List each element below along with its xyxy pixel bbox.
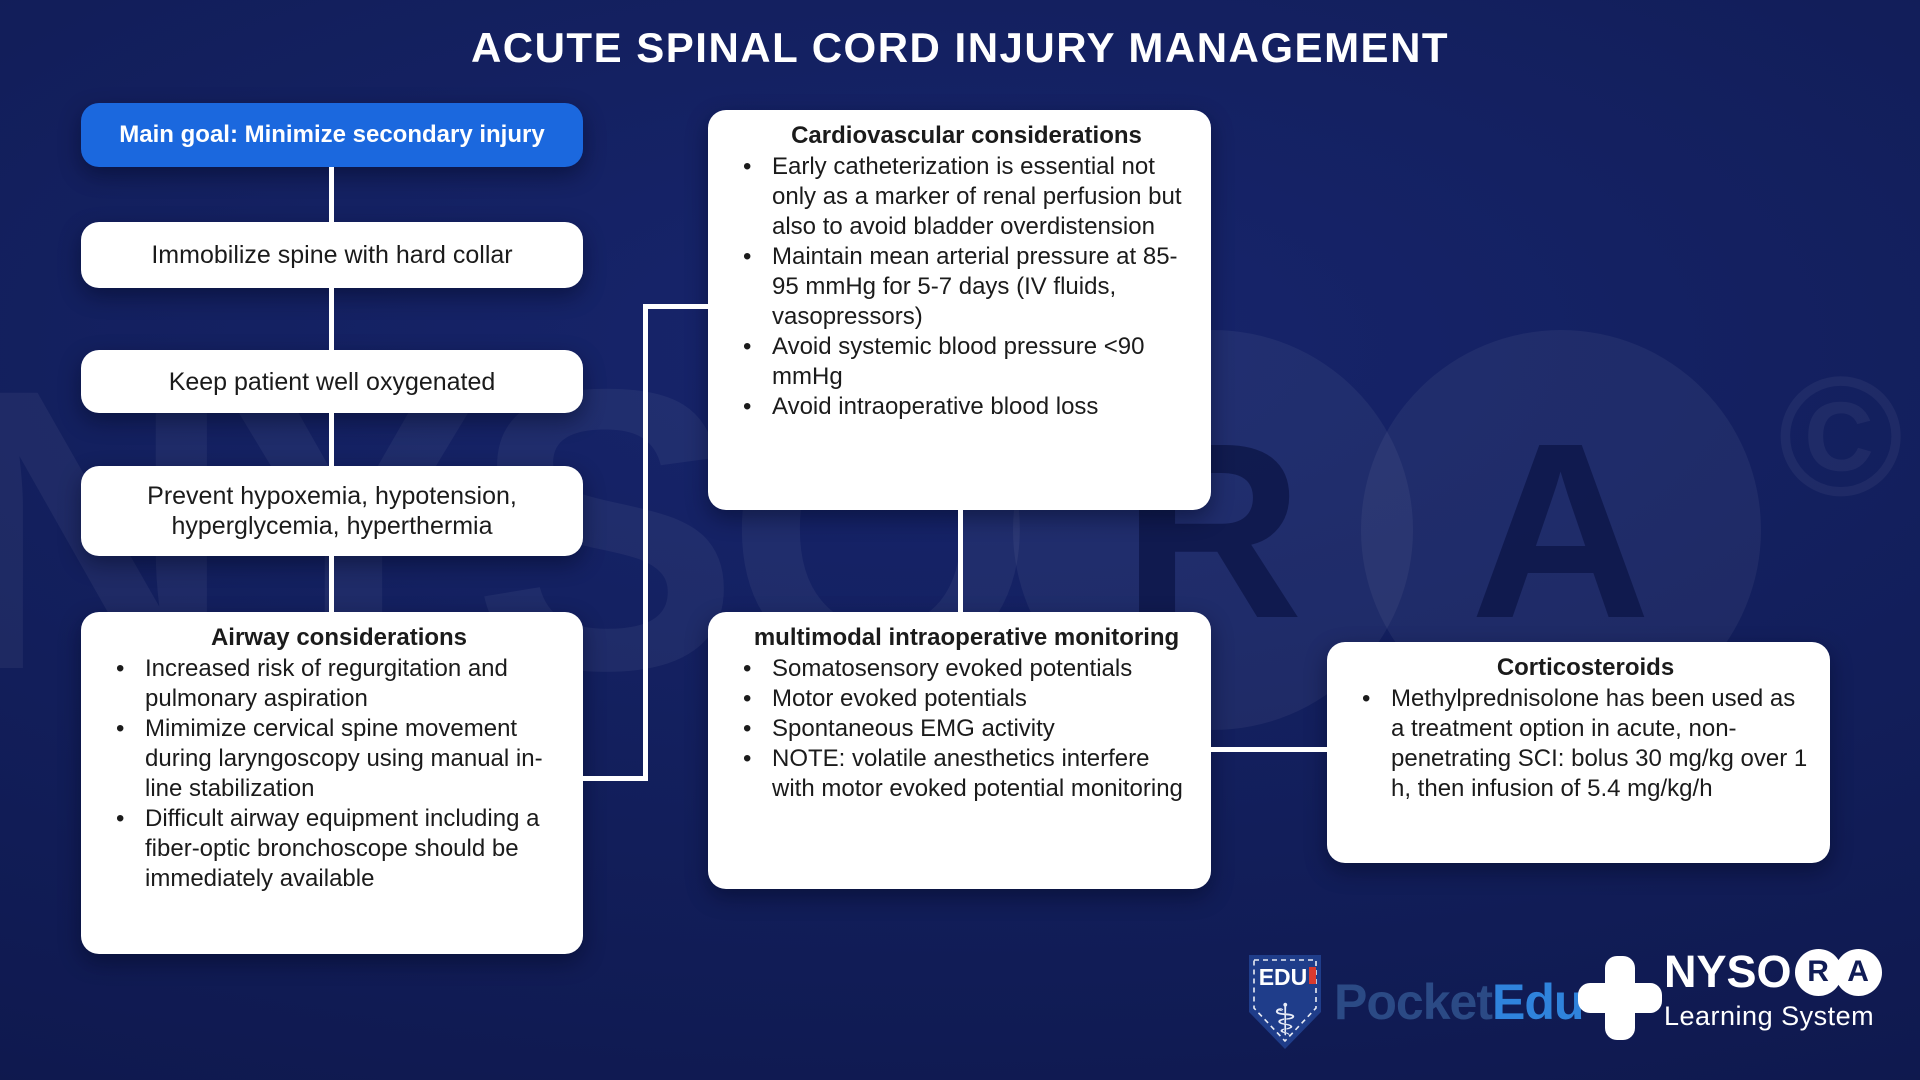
caduceus-icon: ⚕ bbox=[1273, 996, 1297, 1045]
info-box-monitoring: multimodal intraoperative monitoring Som… bbox=[708, 612, 1211, 889]
list-item: Avoid intraoperative blood loss bbox=[738, 392, 1195, 422]
airway-bullet-list: Increased risk of regurgitation and pulm… bbox=[111, 654, 567, 894]
connector-airway-elbow-horizontal bbox=[583, 776, 648, 781]
list-item: Methylprednisolone has been used as a tr… bbox=[1357, 684, 1814, 804]
list-item: Mimimize cervical spine movement during … bbox=[111, 714, 567, 804]
pocketedu-word-pocket: Pocket bbox=[1334, 974, 1493, 1030]
nysora-circle-a: A bbox=[1834, 948, 1882, 996]
connector-maingoal-immobilize bbox=[329, 167, 334, 222]
edu-shield-label: EDU bbox=[1259, 964, 1308, 990]
monitoring-bullet-list: Somatosensory evoked potentials Motor ev… bbox=[738, 654, 1195, 804]
nysora-circle-r: R bbox=[1794, 948, 1842, 996]
pocketedu-word-edu: Edu bbox=[1491, 974, 1584, 1030]
list-item: Increased risk of regurgitation and pulm… bbox=[111, 654, 567, 714]
airway-title: Airway considerations bbox=[210, 624, 468, 651]
connector-monitoring-corticosteroids bbox=[1211, 747, 1329, 752]
connector-cardiovascular-monitoring bbox=[958, 508, 963, 614]
plus-icon bbox=[1578, 956, 1662, 1040]
list-item: Somatosensory evoked potentials bbox=[738, 654, 1195, 684]
list-item: NOTE: volatile anesthetics interfere wit… bbox=[738, 744, 1195, 804]
edu-shield-icon: EDU ⚕ bbox=[1249, 955, 1321, 1049]
nysora-logo: NYSO R A Learning System bbox=[1664, 946, 1882, 1032]
list-item: Avoid systemic blood pressure <90 mmHg bbox=[738, 332, 1195, 392]
connector-immobilize-oxygenate bbox=[329, 288, 334, 350]
nysora-subtitle: Learning System bbox=[1664, 1001, 1875, 1031]
info-box-airway: Airway considerations Increased risk of … bbox=[81, 612, 583, 954]
page-title: ACUTE SPINAL CORD INJURY MANAGEMENT bbox=[470, 24, 1450, 71]
flow-box-main-goal: Main goal: Minimize secondary injury bbox=[81, 103, 583, 167]
info-box-corticosteroids: Corticosteroids Methylprednisolone has b… bbox=[1327, 642, 1830, 863]
connector-prevent-airway bbox=[329, 556, 334, 612]
connector-elbow-cardiovascular bbox=[648, 304, 708, 309]
list-item: Spontaneous EMG activity bbox=[738, 714, 1195, 744]
cardiovascular-bullet-list: Early catheterization is essential not o… bbox=[738, 152, 1195, 422]
pocketedu-wordmark: PocketEdu bbox=[1334, 952, 1584, 1052]
connector-airway-elbow-vertical bbox=[643, 304, 648, 781]
red-tag-icon bbox=[1309, 967, 1316, 984]
plus-icon-horizontal-bar bbox=[1578, 983, 1662, 1013]
connector-oxygenate-prevent bbox=[329, 413, 334, 466]
flow-box-immobilize: Immobilize spine with hard collar bbox=[81, 222, 583, 288]
flow-box-prevent: Prevent hypoxemia, hypotension, hypergly… bbox=[81, 466, 583, 556]
list-item: Early catheterization is essential not o… bbox=[738, 152, 1195, 242]
list-item: Maintain mean arterial pressure at 85-95… bbox=[738, 242, 1195, 332]
copyright-icon: © bbox=[1778, 342, 1904, 532]
corticosteroids-bullet-list: Methylprednisolone has been used as a tr… bbox=[1357, 684, 1814, 804]
nysora-letters: NYSO bbox=[1664, 946, 1792, 997]
flow-box-oxygenate: Keep patient well oxygenated bbox=[81, 350, 583, 413]
pocketedu-logo: EDU ⚕ PocketEdu bbox=[1246, 952, 1584, 1052]
list-item: Difficult airway equipment including a f… bbox=[111, 804, 567, 894]
monitoring-title: multimodal intraoperative monitoring bbox=[753, 624, 1180, 651]
cardiovascular-title: Cardiovascular considerations bbox=[791, 122, 1142, 149]
nysora-wordmark: NYSO R A bbox=[1664, 946, 1882, 998]
info-box-cardiovascular: Cardiovascular considerations Early cath… bbox=[708, 110, 1211, 510]
corticosteroids-title: Corticosteroids bbox=[1496, 654, 1675, 681]
list-item: Motor evoked potentials bbox=[738, 684, 1195, 714]
